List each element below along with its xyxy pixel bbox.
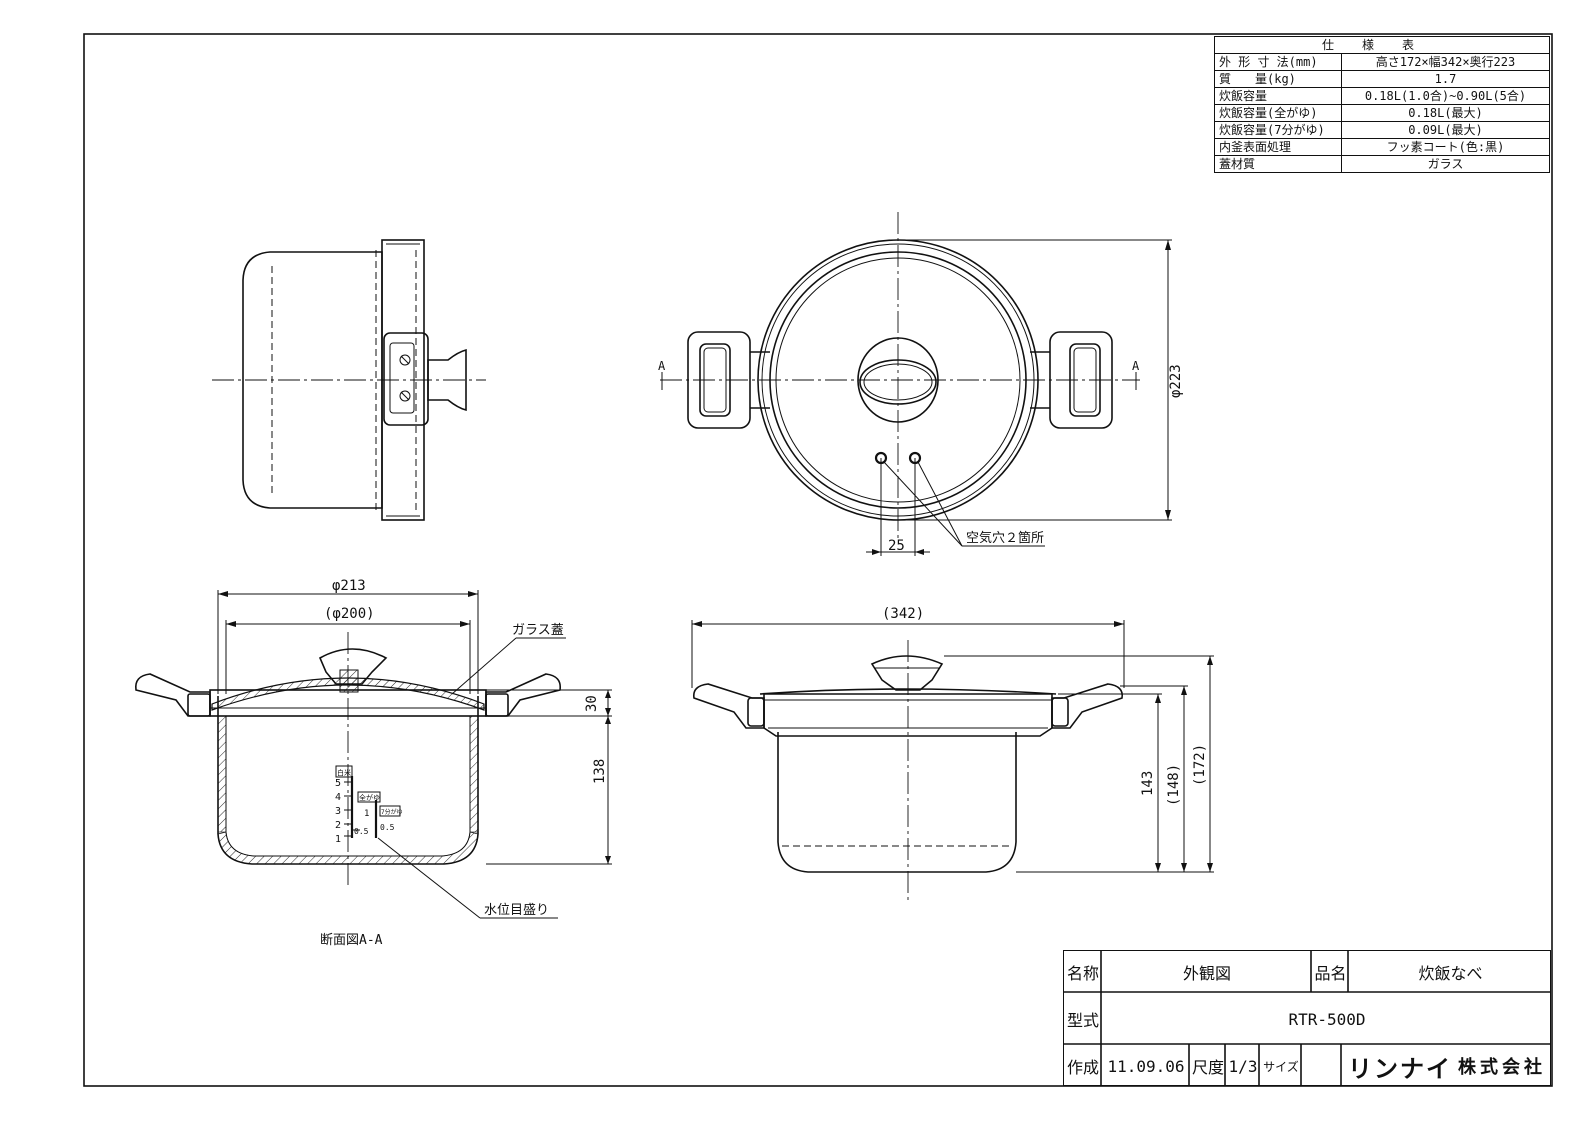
spec-row-value: 0.18L(1.0合)~0.90L(5合) bbox=[1341, 87, 1550, 105]
section-mark-right: A bbox=[1132, 359, 1140, 373]
side-view bbox=[212, 239, 486, 521]
height-148-label: (148) bbox=[1166, 764, 1182, 806]
front-view bbox=[691, 620, 1214, 900]
scale-zengayu-text: 全がゆ bbox=[359, 793, 380, 802]
water-level-label: 水位目盛り bbox=[484, 903, 549, 918]
lid-height-label: 30 bbox=[584, 695, 600, 712]
height-143-label: 143 bbox=[1140, 771, 1156, 796]
spec-row-label: 質 量(kg) bbox=[1214, 70, 1342, 88]
scale-number: 1 bbox=[364, 809, 369, 819]
scale-hakumai-text: 白米 bbox=[337, 768, 351, 777]
height-172-label: (172) bbox=[1192, 744, 1208, 786]
scale-number: 5 bbox=[335, 778, 341, 789]
spec-row: 質 量(kg) 1.7 bbox=[1214, 70, 1550, 88]
width-342-label: (342) bbox=[882, 606, 924, 622]
scale-number: 4 bbox=[335, 792, 341, 803]
scale-nanabu-text: 7分がゆ bbox=[381, 808, 403, 816]
company-name: リンナイ 株式会社 bbox=[1342, 1045, 1552, 1087]
created-label: 作成 bbox=[1066, 1058, 1099, 1077]
spec-row-value: 1.7 bbox=[1341, 70, 1550, 88]
inner-diameter-label: (φ200) bbox=[324, 606, 375, 622]
spec-row-value: 0.09L(最大) bbox=[1341, 121, 1550, 139]
spec-row: 外 形 寸 法(mm) 高さ172×幅342×奥行223 bbox=[1214, 53, 1550, 71]
company-suffix: 株式会社 bbox=[1458, 1057, 1546, 1078]
spec-row-label: 炊飯容量(全がゆ) bbox=[1214, 104, 1342, 122]
scale-number: 0.5 bbox=[380, 823, 395, 832]
size-label: サイズ bbox=[1263, 1059, 1299, 1074]
name-value: 外観図 bbox=[1182, 964, 1231, 983]
scale-number: 3 bbox=[335, 806, 341, 817]
created-value: 11.09.06 bbox=[1107, 1056, 1185, 1076]
hole-spacing-label: 25 bbox=[888, 538, 905, 554]
top-view bbox=[660, 212, 1172, 556]
title-block: 名称 外観図 品名 炊飯なべ 型式 RTR-500D 作成 11.09.06 尺… bbox=[1062, 949, 1552, 1087]
scale-hakumai-box bbox=[335, 765, 353, 778]
glass-lid-label: ガラス蓋 bbox=[512, 623, 564, 638]
spec-row-value: フッ素コート(色:黒) bbox=[1341, 138, 1550, 156]
diameter-223-label: φ223 bbox=[1168, 364, 1184, 398]
spec-row-value: ガラス bbox=[1341, 155, 1550, 173]
spec-row-label: 炊飯容量 bbox=[1214, 87, 1342, 105]
spec-row: 内釜表面処理 フッ素コート(色:黒) bbox=[1214, 138, 1550, 156]
company-brand: リンナイ bbox=[1348, 1054, 1452, 1083]
section-view bbox=[134, 590, 612, 919]
product-value: 炊飯なべ bbox=[1418, 964, 1483, 983]
pot-height-label: 138 bbox=[592, 759, 608, 784]
spec-row-label: 外 形 寸 法(mm) bbox=[1214, 53, 1342, 71]
product-label: 品名 bbox=[1314, 964, 1347, 983]
scale-value: 1/3 bbox=[1228, 1056, 1258, 1076]
spec-row-value: 0.18L(最大) bbox=[1341, 104, 1550, 122]
spec-row: 蓋材質 ガラス bbox=[1214, 155, 1550, 173]
air-hole-label: 空気穴２箇所 bbox=[966, 530, 1044, 546]
spec-table: 仕様表 外 形 寸 法(mm) 高さ172×幅342×奥行223 質 量(kg)… bbox=[1214, 36, 1550, 173]
drawing-frame bbox=[83, 33, 1553, 1087]
scale-label: 尺度 bbox=[1191, 1058, 1224, 1077]
model-value: RTR-500D bbox=[1288, 1009, 1366, 1029]
title-block-grid bbox=[1062, 949, 1551, 1086]
name-label: 名称 bbox=[1066, 964, 1099, 983]
spec-row: 炊飯容量 0.18L(1.0合)~0.90L(5合) bbox=[1214, 87, 1550, 105]
spec-row-label: 炊飯容量(7分がゆ) bbox=[1214, 121, 1342, 139]
spec-row-value: 高さ172×幅342×奥行223 bbox=[1341, 53, 1550, 71]
section-caption: 断面図A-A bbox=[320, 933, 383, 948]
spec-table-header-row: 仕様表 bbox=[1214, 36, 1550, 54]
spec-row-label: 蓋材質 bbox=[1214, 155, 1342, 173]
spec-row: 炊飯容量(7分がゆ) 0.09L(最大) bbox=[1214, 121, 1550, 139]
spec-table-header: 仕様表 bbox=[1214, 36, 1550, 54]
spec-row: 炊飯容量(全がゆ) 0.18L(最大) bbox=[1214, 104, 1550, 122]
scale-number: 2 bbox=[335, 820, 341, 831]
model-label: 型式 bbox=[1066, 1011, 1099, 1030]
spec-row-label: 内釜表面処理 bbox=[1214, 138, 1342, 156]
outer-diameter-label: φ213 bbox=[332, 578, 366, 594]
section-mark-left: A bbox=[658, 359, 666, 373]
scale-number: 0.5 bbox=[354, 827, 369, 836]
scale-number: 1 bbox=[335, 834, 341, 845]
